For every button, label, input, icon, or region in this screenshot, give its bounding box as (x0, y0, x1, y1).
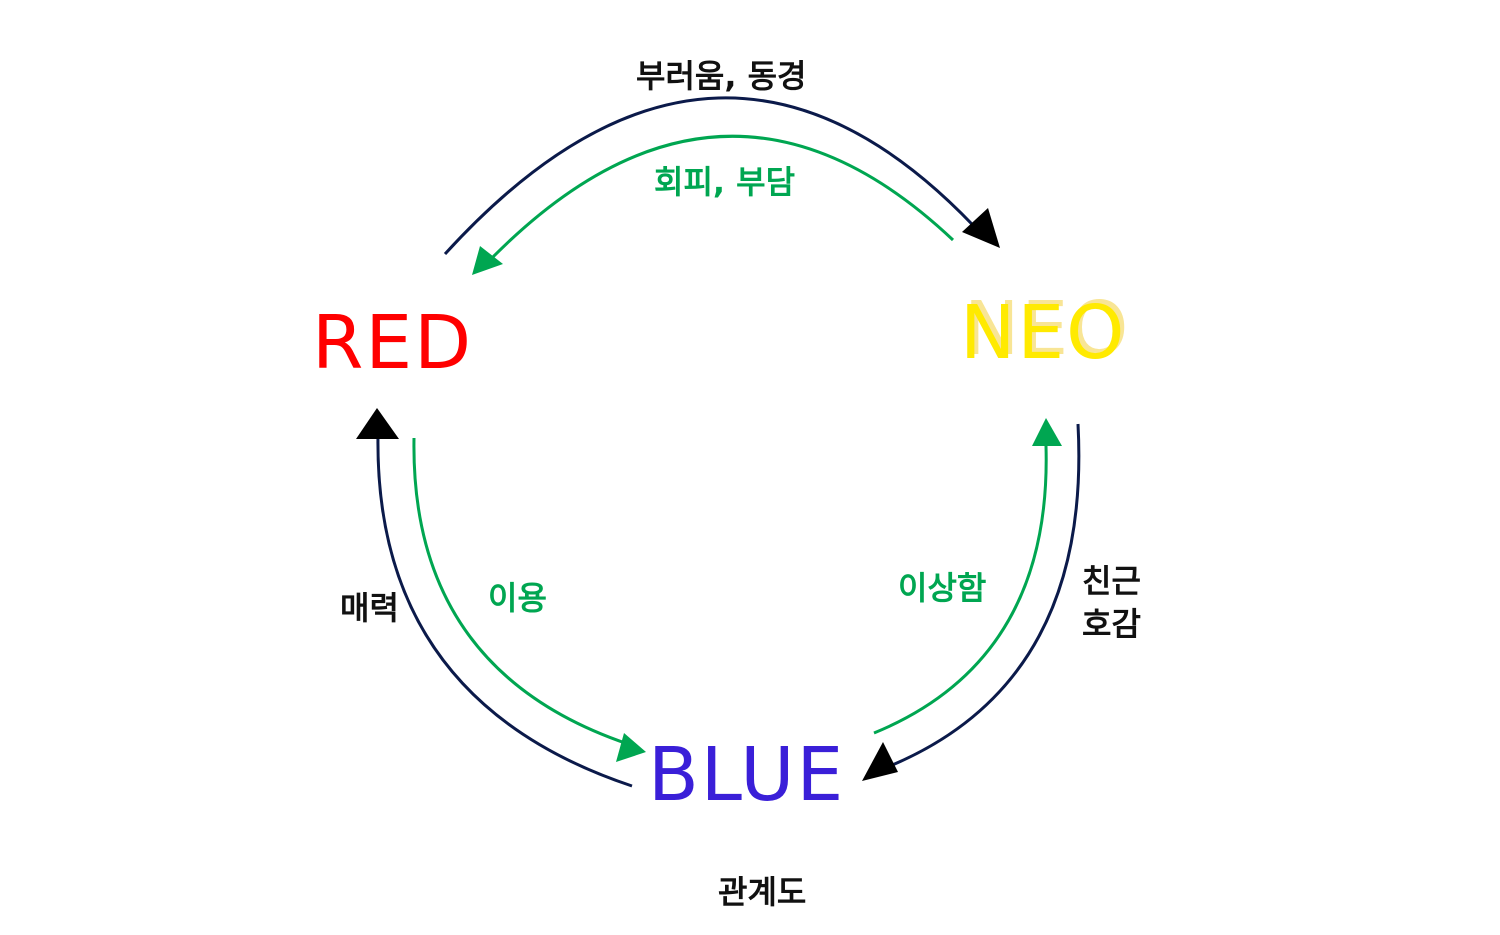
arrowhead-red-from-neo (472, 246, 503, 275)
arc-neo-to-red (486, 134, 955, 264)
node-red: RED (312, 300, 474, 386)
arrowhead-red-from-blue (356, 408, 399, 439)
arrowhead-neo-from-red (962, 208, 1000, 248)
diagram-caption: 관계도 (718, 873, 807, 911)
node-neo-shadow: NEO (964, 286, 1131, 372)
node-neo: NEO (960, 290, 1127, 376)
edge-label-red-to-neo: 부러움, 동경 (636, 57, 807, 95)
edge-label-neo-to-blue-line1: 친근 (1082, 562, 1141, 600)
edge-label-blue-to-neo: 이상함 (898, 569, 987, 607)
arc-neo-to-blue (879, 423, 1081, 772)
arc-blue-to-red (376, 434, 633, 788)
arc-red-to-blue (412, 437, 629, 746)
arrowhead-blue-from-red (616, 733, 646, 762)
edge-label-neo-to-blue: 친근 호감 (1082, 560, 1141, 646)
arc-blue-to-neo (873, 445, 1048, 735)
arc-red-to-neo (443, 96, 987, 256)
arrowhead-neo-from-blue (1032, 418, 1062, 446)
edge-label-red-to-blue: 이용 (488, 579, 547, 617)
node-blue: BLUE (648, 732, 846, 818)
edge-label-neo-to-blue-line2: 호감 (1082, 605, 1141, 644)
edge-label-neo-to-red: 회피, 부담 (654, 163, 796, 201)
edge-label-blue-to-red: 매력 (340, 589, 399, 627)
arrowhead-blue-from-neo (862, 742, 898, 781)
